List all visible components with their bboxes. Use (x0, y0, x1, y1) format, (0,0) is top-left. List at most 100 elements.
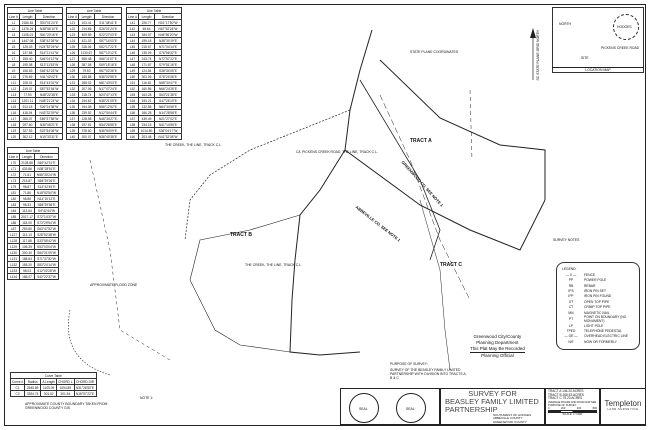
survey-for: SURVEY FOR (468, 389, 517, 398)
legend-item: N/F NOW OR FORMERLY (562, 340, 634, 345)
scale-tick: 400 (576, 406, 582, 410)
table-cell: S42°22'37"W (34, 273, 59, 280)
company-sub: LAND SURVEYING (607, 408, 639, 411)
legend-item: PT POINT ON BOUNDARY (NO MONUMENT) (562, 315, 634, 324)
company-name: Templeton (604, 399, 642, 408)
location-line-1: SOUTHWEST OF HODGES (493, 413, 531, 417)
legend-label: FENCE (584, 272, 596, 277)
table-cell: C2 (9, 390, 26, 397)
legend-label: POWER POLE (584, 278, 607, 283)
legend-item: RB REBAR (562, 284, 634, 289)
legend-label: REBAR (584, 283, 596, 288)
legend-symbol: RB (568, 283, 574, 288)
legend-item: PP POWER POLE (562, 278, 634, 283)
legend-item: — OE —OVERHEAD ELECTRIC LINE (562, 334, 634, 340)
planning-line1: Greenwood City/County (473, 334, 522, 339)
survey-notes-label: SURVEY NOTES (553, 238, 580, 242)
planning-line2: Planning Department (476, 340, 519, 345)
road-line (359, 79, 441, 261)
tract-c-label: TRACT C (440, 262, 462, 268)
legend-symbol: PT (568, 317, 574, 322)
surveyor-seal: SEAL (349, 393, 379, 423)
row-note: AVERAGE ROADS AND ROAD R/W SEE PURPOSE O… (548, 400, 597, 407)
planning-approval: Greenwood City/County Planning Departmen… (470, 334, 525, 359)
location-line-3: GREENWOOD COUNTY (493, 419, 527, 424)
legend-label: NOW OR FORMERLY (584, 339, 617, 344)
legend-label: IRON PIN FOUND (584, 294, 612, 299)
tract-a-acreage: TRACT A 146.20 ACRES (548, 389, 584, 393)
owner-line-2: PARTNERSHIP (445, 405, 498, 414)
legend-symbol: — OE — (564, 334, 578, 339)
legend-symbol: N/F (568, 339, 574, 344)
legend-label: IRON PIN SET (584, 288, 606, 293)
legend-item: IPS IRON PIN SET (562, 289, 634, 294)
legend-symbol: IPF (568, 294, 574, 299)
scale-label: SCALE: 1"=400' (562, 411, 583, 416)
scale-tick: 0 (548, 406, 550, 410)
plat-sheet (4, 4, 646, 426)
legend-symbol: LP (568, 323, 574, 328)
flood-zone-label: APPROXIMATE FLOOD ZONE (90, 283, 138, 287)
tract-c-acreage: TRACT C 75.23 ACRES (548, 396, 583, 401)
county-line (379, 94, 471, 301)
seal-block: SEAL SEAL (340, 388, 440, 425)
tract-a-line (379, 59, 546, 200)
location-north: NORTH (559, 22, 571, 26)
legend-item: IPF IRON PIN FOUND (562, 295, 634, 300)
north-arrow-head-icon (530, 28, 536, 38)
purpose-title: PURPOSE OF SURVEY: (390, 362, 428, 366)
company-logo: Templeton LAND SURVEYING (600, 388, 646, 425)
scale-bar (548, 409, 597, 413)
legend-symbol: IPS (568, 288, 574, 293)
grid-north-label: SC STATE PLANE GRID NORTH (536, 30, 540, 81)
legend-symbol: PP (568, 278, 574, 283)
legend-title: LEGEND: (562, 267, 577, 271)
legend-label: POINT ON BOUNDARY (NO MONUMENT) (584, 315, 627, 323)
town-circle (613, 14, 639, 40)
legend-label: CRIMP TOP PIPE (584, 305, 611, 310)
tract-c-line (344, 149, 546, 251)
creek-line (184, 109, 351, 241)
boundary-west (189, 214, 301, 353)
legend-symbol: OT (568, 299, 574, 304)
purpose-text: SURVEY OF THE BEASLEY FAMILY LIMITED PAR… (390, 368, 467, 380)
road-label: C/L PICKENS CREEK ROAD, THE LINE, TRACK … (296, 150, 378, 154)
creek-c (419, 199, 451, 371)
location-line-2: ABBEVILLE COUNTY (493, 416, 523, 421)
scale-tick: 200 (560, 406, 566, 410)
location-map-title: LOCATION MAP (552, 67, 644, 72)
table-cell: N18°57'22"E (73, 390, 97, 397)
table-cell: N15°33'31"E (35, 133, 63, 140)
location-site: SITE (581, 56, 589, 60)
creek-label-2: THE CREEK, THE LINE, TRACK C.L. (245, 263, 302, 267)
flood-zone (89, 159, 171, 361)
curve-arc (68, 309, 111, 376)
note-1-text: APPROXIMATE COUNTY BOUNDARY TAKEN FROM G… (25, 402, 108, 410)
legend-label: OPEN TOP PIPE (584, 299, 610, 304)
seal-2-text: SEAL (406, 407, 415, 411)
planning-line3: This Plat May Be Recorded (470, 346, 525, 351)
table-cell: N41°32'08"W (154, 133, 182, 140)
